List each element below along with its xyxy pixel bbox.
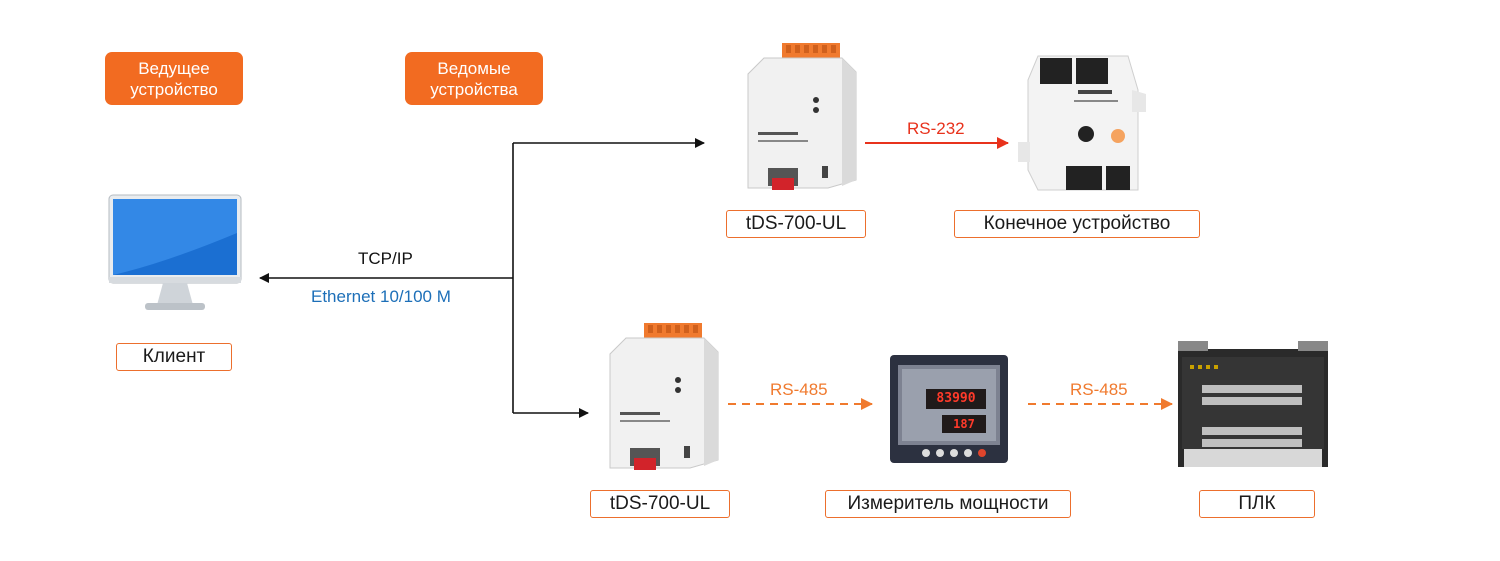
- end-device-tag: Конечное устройство: [954, 210, 1200, 238]
- master-label: Ведущее устройство: [130, 58, 218, 99]
- meter-display-top: 83990: [936, 391, 976, 406]
- power-meter-tag: Измеритель мощности: [825, 490, 1071, 518]
- plc-tag: ПЛК: [1199, 490, 1315, 518]
- meter-display-bottom: 187: [953, 417, 975, 431]
- rs485-label-2: RS-485: [1070, 380, 1128, 399]
- tcpip-label: TCP/IP: [358, 249, 413, 268]
- plc-icon: [1178, 341, 1328, 467]
- isn-module-icon: [1018, 55, 1146, 191]
- rs232-label: RS-232: [907, 119, 965, 138]
- tds-converter-icon: [609, 323, 719, 470]
- power-meter-label: Измеритель мощности: [847, 493, 1049, 514]
- rs485-label-1: RS-485: [770, 380, 828, 399]
- tds-bottom-label: tDS-700-UL: [609, 493, 711, 514]
- tds-bottom-tag: tDS-700-UL: [590, 490, 730, 518]
- tds-top-tag: tDS-700-UL: [726, 210, 866, 238]
- end-device-label: Конечное устройство: [983, 213, 1171, 234]
- master-badge: Ведущее устройство: [105, 52, 243, 105]
- power-meter-icon: 83990 187: [890, 355, 1008, 463]
- tds-converter-icon: [747, 43, 857, 190]
- client-tag: Клиент: [116, 343, 232, 371]
- tds-top-label: tDS-700-UL: [745, 213, 847, 234]
- slaves-label: Ведомые устройства: [430, 58, 518, 99]
- plc-label: ПЛК: [1238, 493, 1276, 514]
- monitor-icon: [108, 194, 242, 310]
- ethernet-label: Ethernet 10/100 M: [311, 287, 451, 306]
- client-label: Клиент: [142, 346, 206, 367]
- ethernet-tree: [259, 138, 705, 418]
- slaves-badge: Ведомые устройства: [405, 52, 543, 105]
